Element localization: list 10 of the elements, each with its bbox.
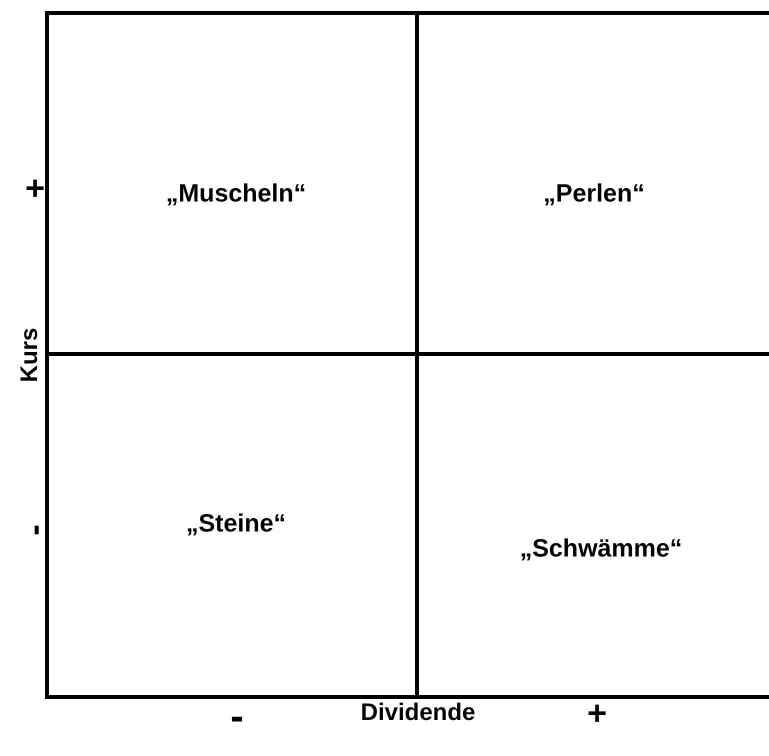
- axis-sign: -: [16, 524, 54, 536]
- axis-title: Dividende: [360, 699, 476, 727]
- axis-sign: +: [25, 170, 45, 208]
- quadrant-label: „Perlen“: [543, 180, 645, 208]
- axis-title: Kurs: [16, 328, 44, 382]
- axis-sign: +: [587, 694, 607, 734]
- quadrant-label: „Steine“: [186, 510, 286, 538]
- quadrant-label: „Schwämme“: [520, 534, 682, 564]
- axis-sign: -: [230, 694, 244, 740]
- quadrant-label: „Muscheln“: [166, 180, 306, 208]
